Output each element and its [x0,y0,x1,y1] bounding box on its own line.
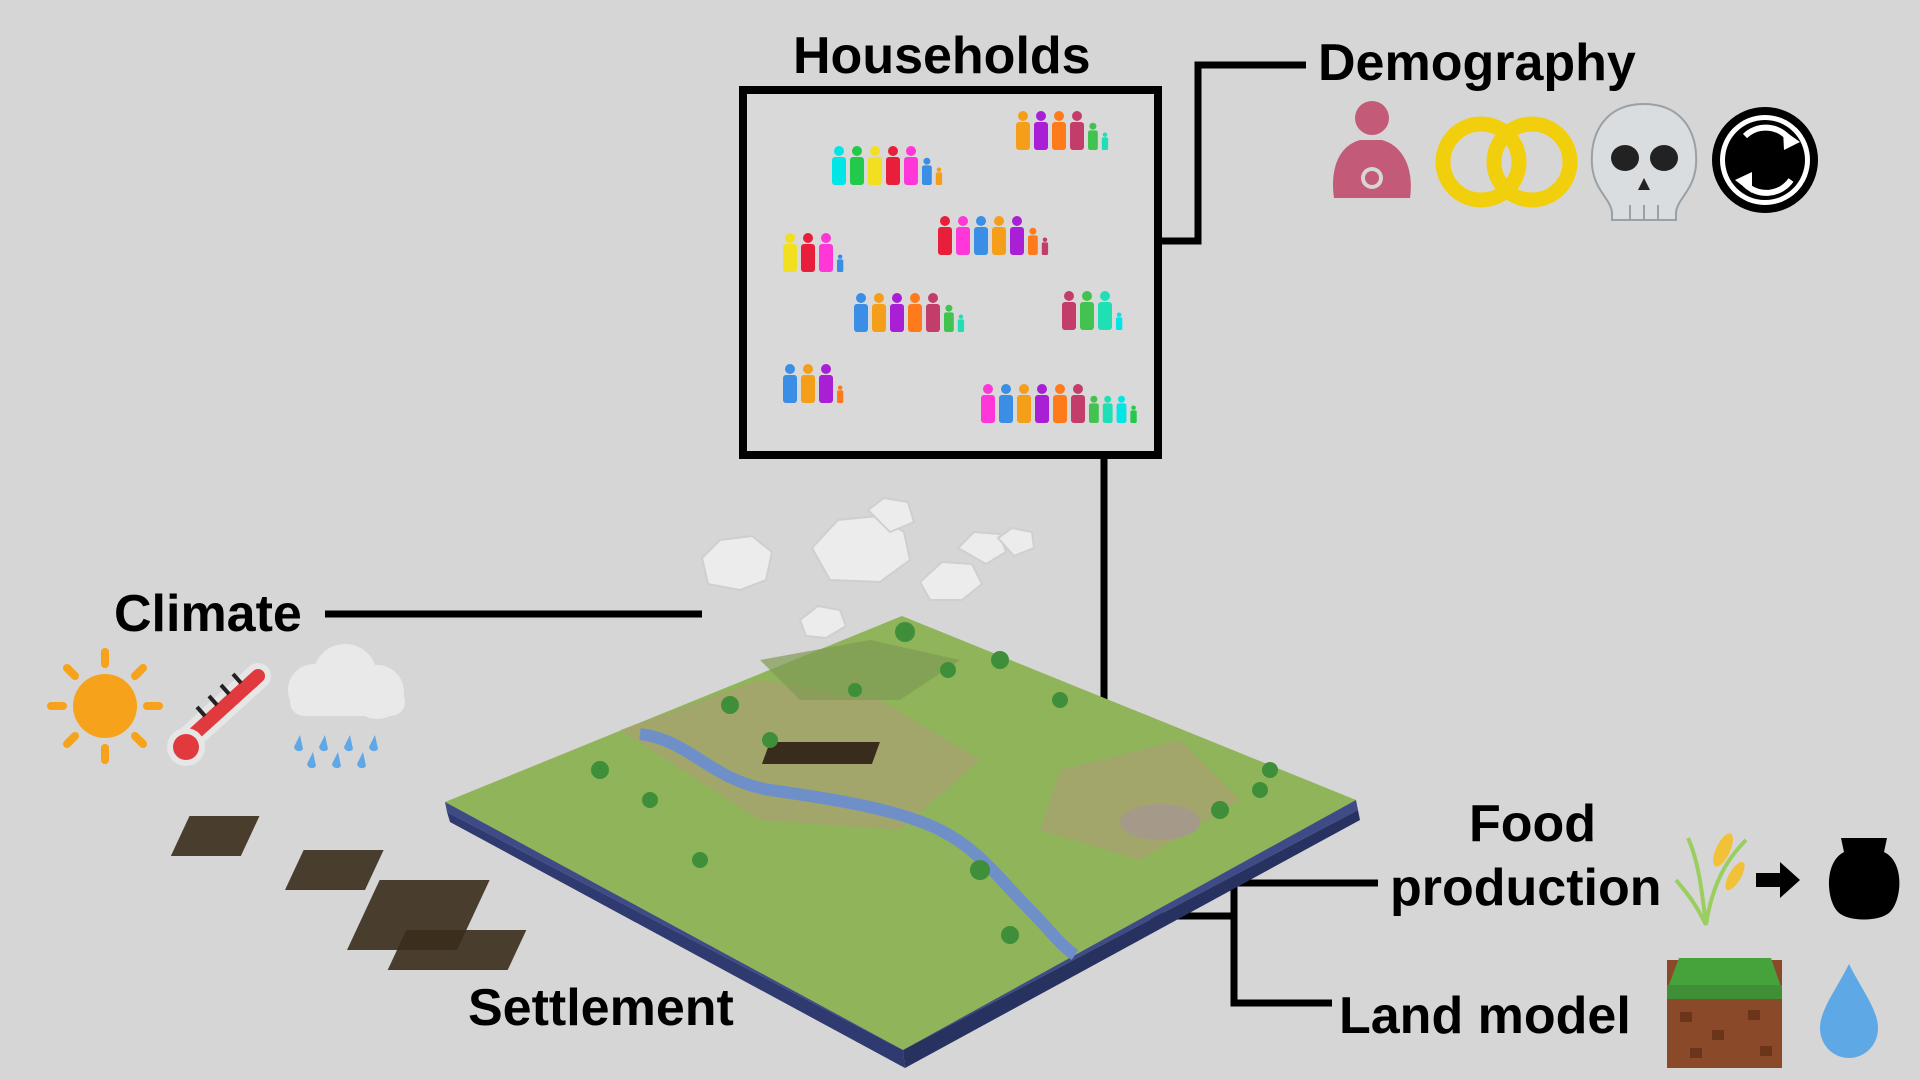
person-figure [783,364,797,403]
person-figure [981,384,995,423]
person-figure [926,293,940,332]
person-figure [1088,122,1098,150]
food-production-label-line2: production [1390,859,1662,917]
land-connector [1230,883,1332,1007]
river [639,728,1079,960]
person-figure [850,146,864,185]
soil-block-icon [1667,958,1782,1068]
person-figure [854,293,868,332]
person-figure [944,304,954,332]
person-figure [935,167,943,185]
person-figure [801,233,815,272]
person-figure [1041,237,1049,255]
person-figure [1010,216,1024,255]
person-figure [783,233,797,272]
arrow-right-icon [1756,862,1800,898]
person-figure [922,157,932,185]
person-figure [837,385,844,403]
households-box [739,86,1162,459]
person-figure [868,146,882,185]
person-figure [1089,395,1099,423]
rain-cloud-icon [288,644,405,769]
person-figure [956,216,970,255]
person-figure [1052,111,1066,150]
household-groups [783,111,1137,423]
person-figure [819,233,833,272]
households-label: Households [793,27,1091,85]
person-figure [1102,395,1113,423]
person-figure [974,216,988,255]
person-figure [890,293,904,332]
person-figure [1034,111,1048,150]
person-figure [908,293,922,332]
person-figure [1035,384,1049,423]
person-figure [904,146,918,185]
person-figure [992,216,1006,255]
person-figure [1116,395,1127,423]
cycle-arrows-icon [1712,107,1818,213]
landscape-clouds [700,496,1036,640]
person-figure [957,314,965,332]
person-figure [1028,227,1038,255]
person-figure [832,146,846,185]
person-figure [886,146,900,185]
food-production-label-line1: Food [1469,795,1597,853]
person-figure [1062,291,1076,330]
person-figure [1130,405,1137,423]
wedding-rings-icon [1435,116,1578,208]
person-figure [938,216,952,255]
person-figure [1070,111,1084,150]
skull-icon [1590,102,1698,221]
person-figure [1098,291,1112,330]
sun-icon [47,648,163,764]
settlement-label: Settlement [468,979,734,1037]
land-model-label: Land model [1339,987,1631,1045]
person-figure [819,364,833,403]
person-figure [1080,291,1094,330]
person-figure [1017,384,1031,423]
breastfeeding-mother-icon [1333,101,1411,198]
person-figure [872,293,886,332]
person-figure [1071,384,1085,423]
settlement-terrain [170,616,1360,1068]
grain-plant-icon [1674,833,1748,926]
person-figure [1101,132,1109,150]
person-figure [801,364,815,403]
demography-label: Demography [1318,34,1636,92]
person-figure [1116,312,1123,330]
climate-label: Climate [114,585,302,643]
thermometer-icon [167,663,271,766]
person-figure [999,384,1013,423]
person-figure [1016,111,1030,150]
person-figure [837,254,844,272]
person-figure [1053,384,1067,423]
water-drop-icon [1820,964,1878,1058]
storage-pot-icon [1828,838,1900,920]
